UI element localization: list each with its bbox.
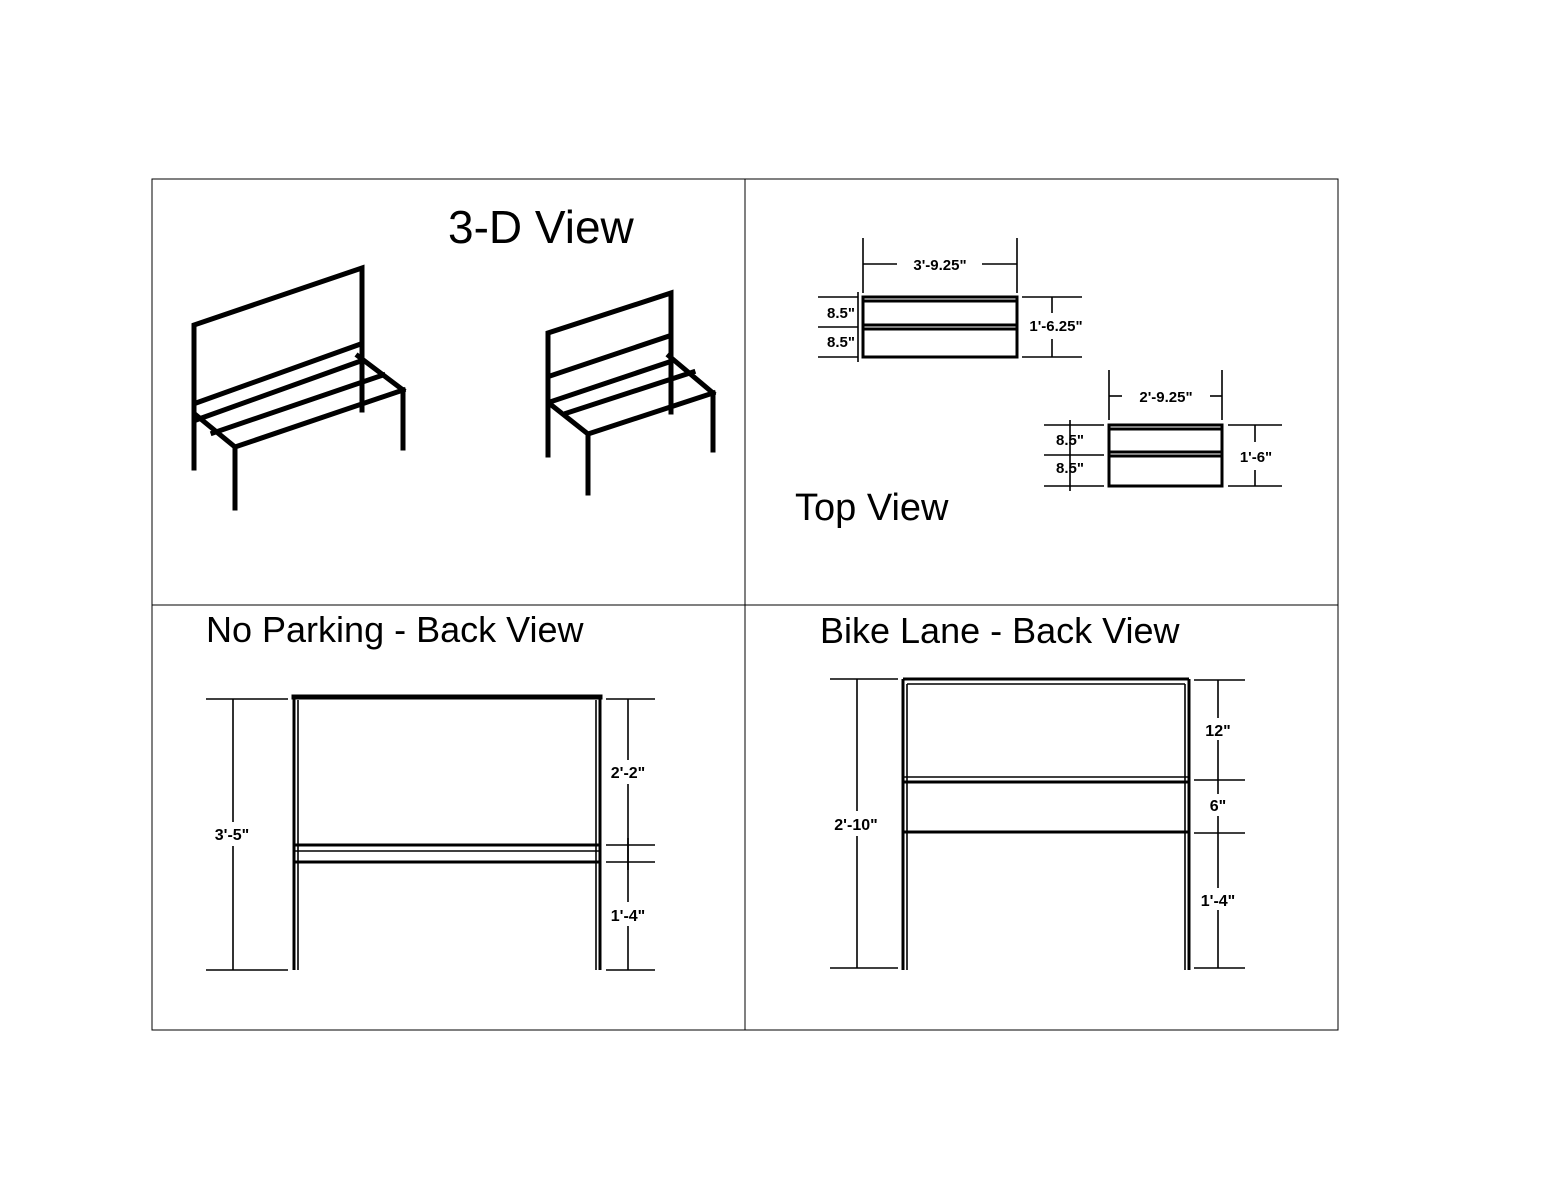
bike-lane-total-height-dim: 2'-10" bbox=[834, 817, 877, 834]
large-bench-depth-dim: 1'-6.25" bbox=[1029, 318, 1082, 335]
panel-title-bike-lane: Bike Lane - Back View bbox=[820, 610, 1181, 651]
bike-lane-seat-height-dim: 1'-4" bbox=[1201, 893, 1236, 910]
large-bench-slat-2-dim: 8.5" bbox=[827, 334, 855, 351]
bike-lane-bench-back-drawing bbox=[830, 677, 1245, 970]
no-parking-bench-back-drawing bbox=[206, 694, 655, 971]
no-parking-seat-height-dim: 1'-4" bbox=[611, 908, 646, 925]
large-bench-width-dim: 3'-9.25" bbox=[913, 257, 966, 274]
small-bench-depth-dim: 1'-6" bbox=[1240, 449, 1272, 466]
large-bench-top-drawing bbox=[818, 238, 1082, 362]
panel-no-parking-back-view: No Parking - Back View 3'-5" bbox=[206, 609, 655, 971]
large-bench-slat-1-dim: 8.5" bbox=[827, 305, 855, 322]
panel-3d-view: 3-D View bbox=[191, 201, 717, 511]
panel-title-no-parking: No Parking - Back View bbox=[206, 609, 584, 650]
no-parking-back-height-dim: 2'-2" bbox=[611, 765, 646, 782]
panel-bike-lane-back-view: Bike Lane - Back View 2' bbox=[820, 610, 1245, 970]
small-bench-top-drawing bbox=[1044, 370, 1282, 491]
panel-title-3d-view: 3-D View bbox=[448, 201, 635, 253]
small-bench-3d-drawing bbox=[545, 289, 717, 496]
large-bench-3d-drawing bbox=[191, 264, 407, 511]
no-parking-total-height-dim: 3'-5" bbox=[215, 827, 250, 844]
small-bench-slat-1-dim: 8.5" bbox=[1056, 432, 1084, 449]
small-bench-width-dim: 2'-9.25" bbox=[1139, 389, 1192, 406]
bike-lane-upper-dim: 12" bbox=[1205, 723, 1230, 740]
panel-title-top-view: Top View bbox=[795, 487, 949, 529]
small-bench-slat-2-dim: 8.5" bbox=[1056, 460, 1084, 477]
bike-lane-middle-dim: 6" bbox=[1210, 798, 1226, 815]
panel-top-view: Top View 3'-9.25" 1'-6.25" 8.5" 8.5 bbox=[795, 238, 1282, 529]
panel-grid bbox=[151, 178, 1339, 1031]
